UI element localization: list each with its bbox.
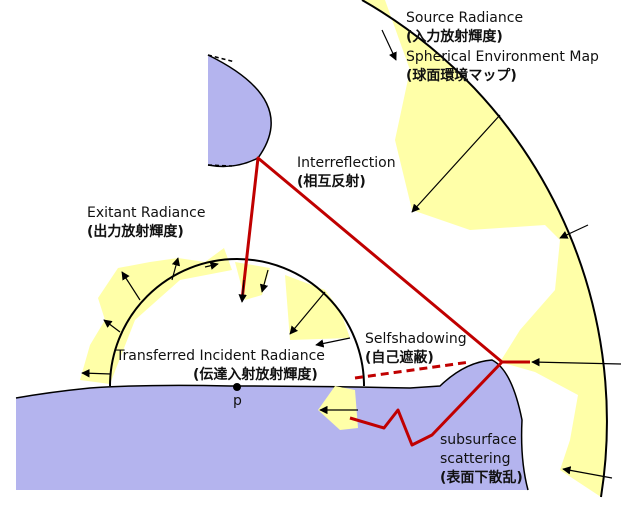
- transferred-lobe-bottom: [318, 386, 358, 430]
- source-radiance-label-jp: (入力放射輝度): [406, 28, 503, 45]
- hemisphere: [109, 258, 365, 387]
- exitant-radiance-label-jp: (出力放射輝度): [87, 223, 184, 240]
- exitant-radiance-label: Exitant Radiance: [87, 205, 205, 221]
- subsurface-label-1: subsurface: [440, 432, 517, 448]
- exitant-radiance-lobe: [80, 248, 232, 384]
- selfshadowing-label-jp: (自己遮蔽): [365, 349, 434, 366]
- subsurface-label-jp: (表面下散乱): [440, 469, 523, 486]
- interreflection-label-jp: (相互反射): [297, 173, 366, 190]
- exitant-radiance-arrows: [81, 257, 219, 378]
- point-p-label: p: [233, 393, 242, 409]
- subsurface-label-2: scattering: [440, 451, 511, 467]
- transferred-incident-arrows: [259, 269, 358, 415]
- source-radiance-lobe: [362, 0, 607, 497]
- environment-map-label-jp: (球面環境マップ): [406, 67, 517, 84]
- interreflection-label: Interreflection: [297, 155, 396, 171]
- ground-outline: [15, 359, 529, 491]
- subsurface-scattering-path: [349, 360, 504, 447]
- light-paths: [240, 156, 530, 447]
- occluder-dash-top: [207, 54, 236, 63]
- transferred-incident-label: Transferred Incident Radiance: [115, 348, 325, 364]
- environment-map-label: Spherical Environment Map: [406, 49, 599, 65]
- selfshadow-blocked-path: [354, 360, 471, 380]
- interreflection-path: [240, 156, 503, 364]
- transferred-lobe-lower: [285, 275, 350, 340]
- source-radiance-arrows: [381, 29, 622, 479]
- transferred-incident-label-jp: (伝達入射放射輝度): [193, 366, 318, 383]
- point-p-marker: [233, 383, 241, 391]
- selfshadowing-label: Selfshadowing: [365, 331, 467, 347]
- ground-surface: [16, 360, 528, 490]
- environment-sphere-arc: [361, 0, 608, 498]
- labels: Source Radiance (入力放射輝度) Spherical Envir…: [87, 10, 599, 486]
- source-radiance-label: Source Radiance: [406, 10, 523, 26]
- occluder-object: [208, 55, 272, 167]
- interreflection-arrow: [238, 279, 247, 303]
- occluder-outline: [207, 54, 272, 168]
